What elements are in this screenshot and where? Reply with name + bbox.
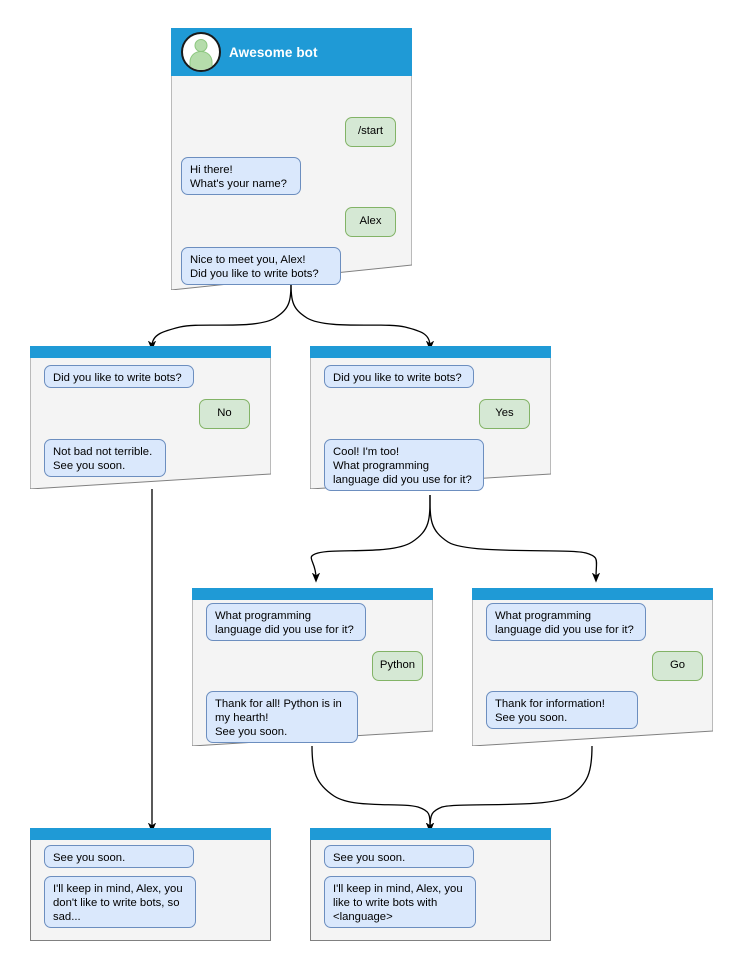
chat-bubble-bot[interactable]: What programming language did you use fo… bbox=[206, 603, 366, 641]
chat-bubble-bot[interactable]: Hi there! What's your name? bbox=[181, 157, 301, 195]
card-header bbox=[472, 588, 713, 600]
card-answer-go[interactable]: What programming language did you use fo… bbox=[472, 588, 713, 746]
edge-yes-to-python bbox=[310, 494, 431, 578]
chat-messages: See you soon. I'll keep in mind, Alex, y… bbox=[310, 840, 551, 941]
chat-messages: Did you like to write bots? Yes Cool! I'… bbox=[310, 358, 551, 491]
chat-messages: See you soon. I'll keep in mind, Alex, y… bbox=[30, 840, 271, 941]
chat-bubble-bot[interactable]: Did you like to write bots? bbox=[324, 365, 474, 388]
chat-bubble-bot[interactable]: See you soon. bbox=[44, 845, 194, 868]
chat-bubble-bot[interactable]: Not bad not terrible. See you soon. bbox=[44, 439, 166, 477]
chat-bubble-bot[interactable]: Thank for information! See you soon. bbox=[486, 691, 638, 729]
chat-bubble-bot[interactable]: Thank for all! Python is in my hearth! S… bbox=[206, 691, 358, 743]
chat-bubble-bot[interactable]: See you soon. bbox=[324, 845, 474, 868]
card-header bbox=[310, 828, 551, 840]
edge-go-to-end bbox=[430, 745, 593, 828]
card-header: Awesome bot bbox=[171, 28, 412, 76]
chat-bubble-user[interactable]: Go bbox=[652, 651, 703, 681]
chat-bubble-bot[interactable]: Did you like to write bots? bbox=[44, 365, 194, 388]
chat-bubble-user[interactable]: /start bbox=[345, 117, 396, 147]
chat-bubble-user[interactable]: Python bbox=[372, 651, 423, 681]
card-header bbox=[30, 346, 271, 358]
card-answer-no[interactable]: Did you like to write bots? No Not bad n… bbox=[30, 346, 271, 489]
chat-bubble-user[interactable]: No bbox=[199, 399, 250, 429]
edge-yes-to-go bbox=[429, 494, 597, 578]
chat-bubble-bot[interactable]: What programming language did you use fo… bbox=[486, 603, 646, 641]
card-header bbox=[30, 828, 271, 840]
card-ending-likes-bots[interactable]: See you soon. I'll keep in mind, Alex, y… bbox=[310, 828, 551, 941]
chat-bubble-bot[interactable]: Nice to meet you, Alex! Did you like to … bbox=[181, 247, 341, 285]
card-answer-python[interactable]: What programming language did you use fo… bbox=[192, 588, 433, 746]
card-header bbox=[192, 588, 433, 600]
chat-bubble-user[interactable]: Yes bbox=[479, 399, 530, 429]
chat-messages: What programming language did you use fo… bbox=[472, 600, 713, 746]
card-awesome-bot-start[interactable]: Awesome bot /start Hi there! What's your… bbox=[171, 28, 412, 290]
card-header bbox=[310, 346, 551, 358]
chat-messages: Did you like to write bots? No Not bad n… bbox=[30, 358, 271, 489]
chat-bubble-bot[interactable]: Cool! I'm too! What programming language… bbox=[324, 439, 484, 491]
chat-bubble-bot[interactable]: I'll keep in mind, Alex, you don't like … bbox=[44, 876, 196, 928]
edge-python-to-end bbox=[311, 745, 430, 828]
card-answer-yes[interactable]: Did you like to write bots? Yes Cool! I'… bbox=[310, 346, 551, 491]
chat-messages: /start Hi there! What's your name? Alex … bbox=[171, 76, 412, 290]
chat-bubble-bot[interactable]: I'll keep in mind, Alex, you like to wri… bbox=[324, 876, 476, 928]
bot-name-label: Awesome bot bbox=[229, 44, 318, 60]
card-ending-no-bots[interactable]: See you soon. I'll keep in mind, Alex, y… bbox=[30, 828, 271, 941]
chat-messages: What programming language did you use fo… bbox=[192, 600, 433, 746]
bot-avatar-icon bbox=[181, 32, 221, 72]
chat-bubble-user[interactable]: Alex bbox=[345, 207, 396, 237]
